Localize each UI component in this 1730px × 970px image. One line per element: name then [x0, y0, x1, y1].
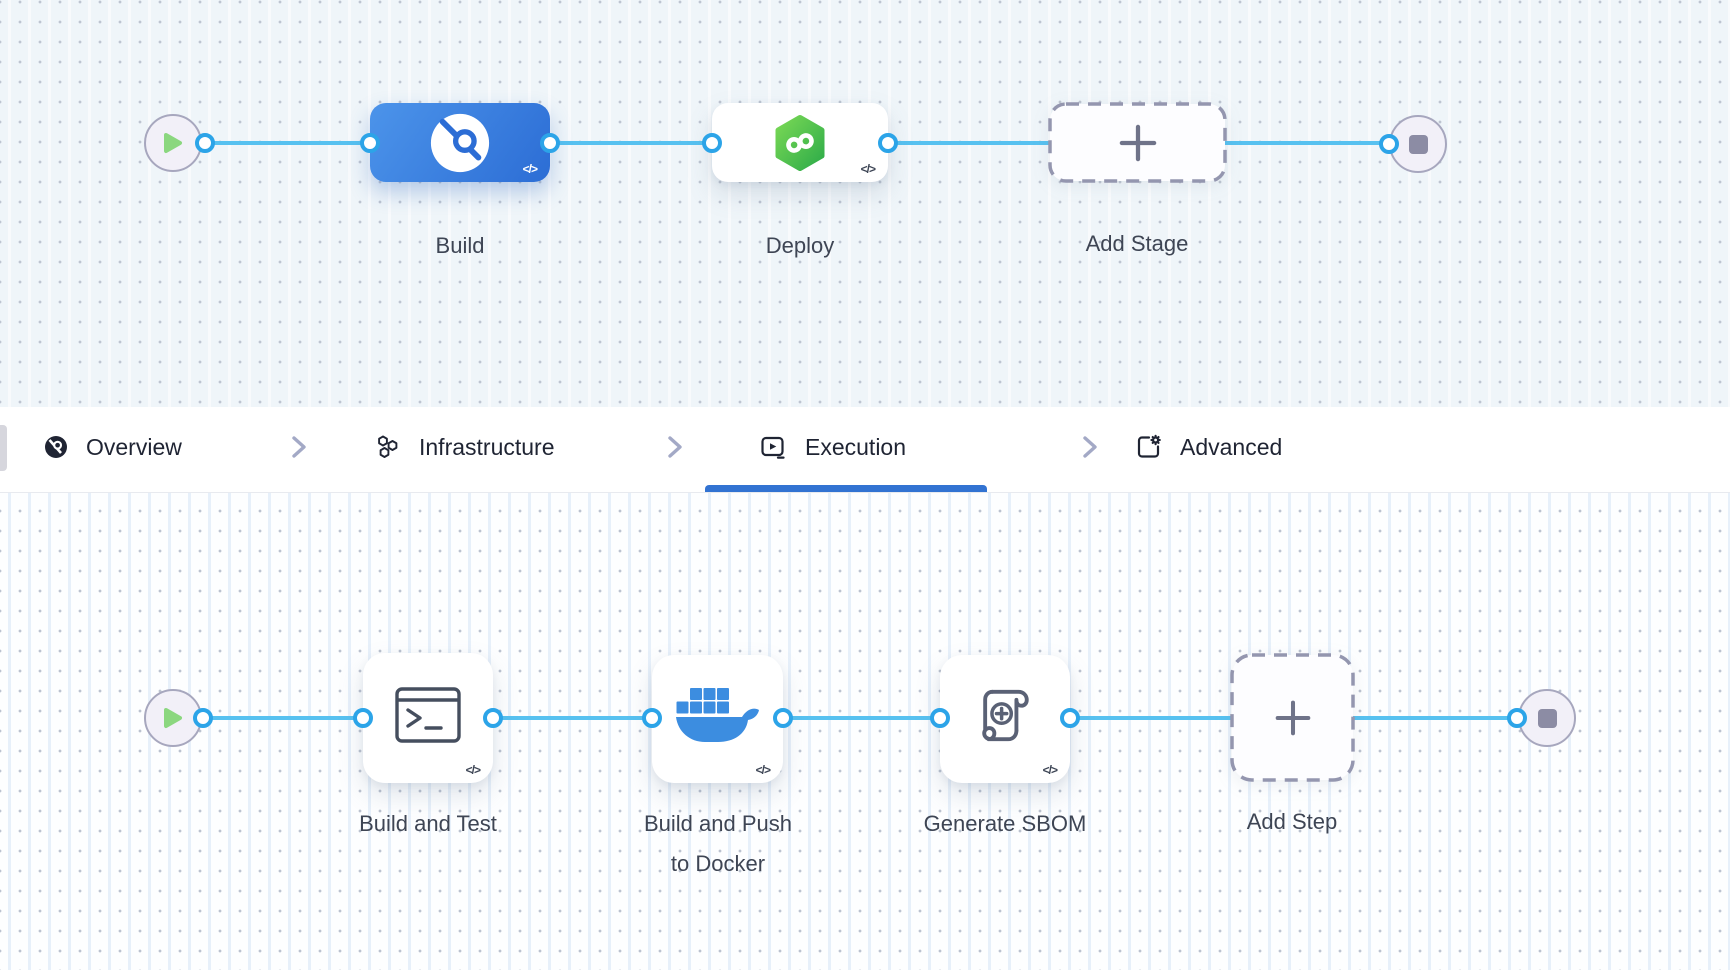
- connector-line: [783, 716, 940, 720]
- stage-node-deploy[interactable]: </>: [712, 103, 888, 182]
- yaml-code-badge[interactable]: </>: [860, 162, 876, 176]
- stage-canvas[interactable]: </> </>: [0, 0, 1730, 407]
- panel-drag-handle[interactable]: [0, 425, 7, 471]
- docker-icon: [675, 688, 759, 742]
- connector-port[interactable]: [773, 708, 793, 728]
- connector-port[interactable]: [1060, 708, 1080, 728]
- plus-icon: [1275, 700, 1310, 735]
- yaml-code-badge[interactable]: </>: [1042, 763, 1058, 777]
- connector-line: [203, 716, 363, 720]
- connector-port[interactable]: [540, 133, 560, 153]
- connector-port[interactable]: [195, 133, 215, 153]
- connector-port[interactable]: [1507, 708, 1527, 728]
- connector-line: [550, 141, 712, 145]
- connector-port[interactable]: [353, 708, 373, 728]
- stage-label: Deploy: [765, 233, 835, 258]
- add-step-button[interactable]: [1230, 653, 1355, 782]
- terminal-icon: [395, 687, 461, 743]
- connector-port[interactable]: [702, 133, 722, 153]
- sbom-scroll-icon: [982, 689, 1029, 742]
- execution-step-canvas[interactable]: </> </> </>: [0, 493, 1730, 970]
- chevron-right-icon: [664, 432, 686, 467]
- yaml-code-badge[interactable]: </>: [465, 763, 481, 777]
- tab-infrastructure[interactable]: Infrastructure: [374, 407, 555, 487]
- overview-icon: [45, 436, 67, 458]
- advanced-icon: [1137, 434, 1161, 458]
- active-tab-indicator: [705, 485, 987, 492]
- step-node-build-and-push-to-docker[interactable]: </>: [652, 655, 783, 783]
- step-label: Generate SBOM: [923, 811, 1087, 836]
- stop-icon: [1537, 708, 1557, 728]
- tab-overview[interactable]: Overview: [44, 407, 182, 487]
- connector-port[interactable]: [878, 133, 898, 153]
- steps-start-node: [144, 689, 202, 747]
- harness-ci-icon: [430, 113, 490, 172]
- connector-port[interactable]: [483, 708, 503, 728]
- stop-icon: [1408, 134, 1428, 154]
- step-label: Build and Test: [359, 811, 497, 836]
- tab-advanced[interactable]: Advanced: [1136, 407, 1282, 487]
- chevron-right-icon: [288, 432, 310, 467]
- step-label: Add Step: [1246, 809, 1338, 834]
- connector-line: [493, 716, 652, 720]
- yaml-code-badge[interactable]: </>: [522, 162, 538, 176]
- connector-port[interactable]: [642, 708, 662, 728]
- harness-cd-icon: [775, 114, 825, 171]
- chevron-right-icon: [1079, 432, 1101, 467]
- step-node-generate-sbom[interactable]: </>: [940, 655, 1070, 783]
- stage-label: Add Stage: [1085, 231, 1189, 256]
- connector-line: [205, 141, 370, 145]
- play-icon: [164, 133, 182, 153]
- tab-label: Execution: [805, 433, 907, 460]
- step-node-build-and-test[interactable]: </>: [363, 653, 493, 783]
- play-icon: [164, 708, 182, 728]
- connector-port[interactable]: [360, 133, 380, 153]
- stage-label: Build: [435, 233, 485, 258]
- yaml-code-badge[interactable]: </>: [755, 763, 771, 777]
- pipeline-start-node: [144, 114, 202, 172]
- tab-label: Overview: [86, 433, 182, 460]
- infrastructure-icon: [378, 435, 398, 458]
- step-label: Build and Push to Docker: [644, 811, 792, 876]
- tab-label: Advanced: [1180, 433, 1283, 460]
- tab-execution[interactable]: Execution: [760, 407, 906, 487]
- add-stage-button[interactable]: [1048, 102, 1227, 183]
- tab-label: Infrastructure: [419, 433, 555, 460]
- execution-icon: [761, 436, 785, 459]
- stage-config-tab-bar: Overview Infrastructure Execution: [0, 407, 1730, 493]
- plus-icon: [1119, 124, 1156, 161]
- connector-port[interactable]: [930, 708, 950, 728]
- connector-port[interactable]: [1379, 134, 1399, 154]
- connector-port[interactable]: [193, 708, 213, 728]
- stage-node-build[interactable]: </>: [370, 103, 550, 182]
